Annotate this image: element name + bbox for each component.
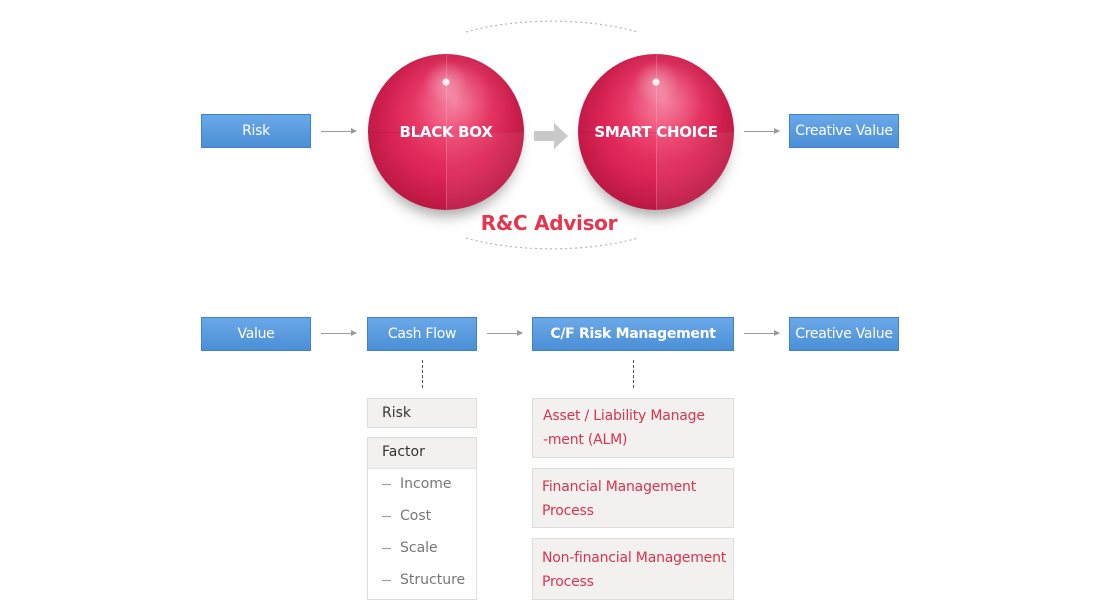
risk-input-label: Risk: [242, 123, 270, 139]
creative-value-label-top: Creative Value: [795, 123, 893, 139]
smart-choice-label: SMART CHOICE: [594, 123, 718, 141]
advisor-label: R&C Advisor: [480, 211, 618, 235]
cashflow-connector: [422, 360, 423, 388]
fat-arrow-icon: [534, 123, 568, 149]
arrow-cfrisk-to-value: [744, 330, 780, 336]
factor-item-label: Income: [400, 476, 452, 492]
creative-value-box-top: Creative Value: [789, 114, 899, 148]
factor-item-label: Scale: [400, 540, 438, 556]
black-box-sphere: BLACK BOX: [368, 54, 524, 210]
cf-risk-management-label: C/F Risk Management: [550, 326, 716, 342]
alm-line1: Asset / Liability Manage: [543, 408, 705, 424]
arrow-smartchoice-to-value: [744, 128, 780, 134]
alm-box: Asset / Liability Manage -ment (ALM): [532, 398, 734, 458]
alm-line2: -ment (ALM): [543, 432, 628, 448]
black-box-label: BLACK BOX: [399, 123, 493, 141]
cfrisk-connector: [633, 360, 634, 388]
cash-flow-label: Cash Flow: [387, 326, 457, 342]
financial-line1: Financial Management: [542, 479, 696, 495]
factor-item-label: Cost: [400, 508, 432, 524]
arrow-value-to-cashflow: [321, 330, 357, 336]
factor-item: Cost: [382, 508, 431, 524]
risk-detail-label: Risk: [382, 405, 412, 421]
factor-item: Income: [382, 476, 452, 492]
factor-item: Scale: [382, 540, 438, 556]
factor-header: Factor: [368, 438, 476, 469]
creative-value-label-bottom: Creative Value: [795, 326, 893, 342]
risk-input-box: Risk: [201, 114, 311, 148]
financial-management-box: Financial Management Process: [532, 468, 734, 528]
value-input-label: Value: [237, 326, 275, 342]
smart-choice-sphere: SMART CHOICE: [578, 54, 734, 210]
value-input-box: Value: [201, 317, 311, 351]
financial-line2: Process: [542, 503, 594, 519]
creative-value-box-bottom: Creative Value: [789, 317, 899, 351]
arrow-cashflow-to-cfrisk: [487, 330, 523, 336]
arrow-risk-to-blackbox: [321, 128, 357, 134]
risk-detail-box: Risk: [367, 398, 477, 428]
factor-panel: Factor Income Cost Scale Structure: [367, 437, 477, 600]
nonfinancial-management-box: Non-financial Management Process: [532, 538, 734, 600]
nonfinancial-line1: Non-financial Management: [542, 550, 727, 566]
nonfinancial-line2: Process: [542, 574, 594, 590]
factor-header-label: Factor: [382, 444, 425, 460]
cf-risk-management-box: C/F Risk Management: [532, 317, 734, 351]
factor-item-label: Structure: [400, 572, 466, 588]
cash-flow-box: Cash Flow: [367, 317, 477, 351]
factor-item: Structure: [382, 572, 465, 588]
